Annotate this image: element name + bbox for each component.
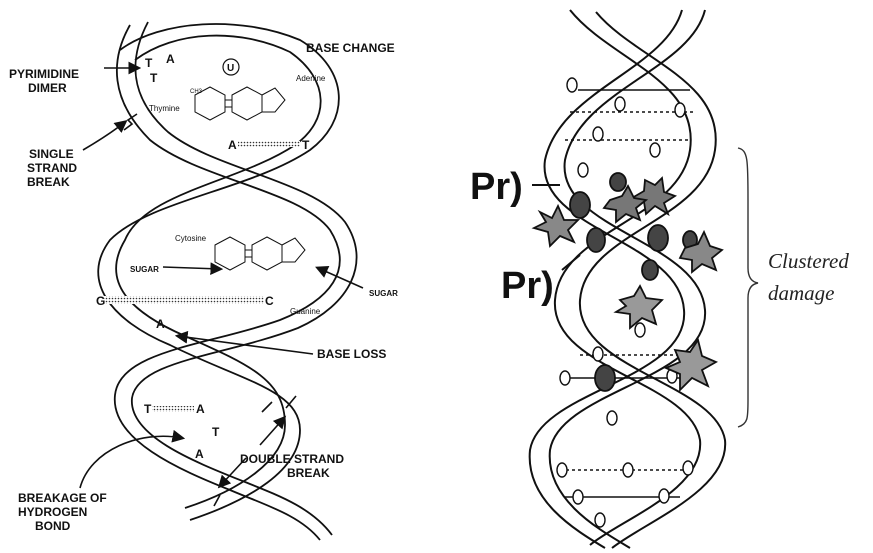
label-pyrimidine-dimer-1: PYRIMIDINE [9,67,79,81]
base-pair2-g: G [96,294,105,308]
base-pair-chemistry-middle [215,237,305,270]
base-pair1-t: T [302,138,310,152]
label-breakage-3: BOND [35,519,71,533]
base-uracil: U [227,63,234,74]
base-loss-a: A [156,317,165,331]
label-double-strand-2: BREAK [287,466,330,480]
label-single-strand-2: STRAND [27,161,77,175]
label-single-strand-1: SINGLE [29,147,74,161]
label-double-strand-1: DOUBLE STRAND [240,452,344,466]
label-sugar-left: SUGAR [130,265,159,274]
base-pair3-t: T [144,402,152,416]
base-change-molecule [195,87,285,120]
base-pair2-c: C [265,294,274,308]
label-pyrimidine-dimer-2: DIMER [28,81,67,95]
rung-a-t-top [238,141,300,147]
base-pair1-a: A [228,138,237,152]
rung-t-a-lower [152,406,194,412]
label-breakage-1: BREAKAGE OF [18,491,107,505]
protein-label-1: Pr) [470,166,523,208]
label-methyl: CH3 [190,89,203,95]
protein-2-connector [562,255,580,270]
label-cytosine: Cytosine [175,234,207,243]
label-guanine: Guanine [290,307,321,316]
base-dimer-a: A [166,52,175,66]
protein-label-2: Pr) [501,265,554,307]
label-adenine: Adenine [296,74,326,83]
label-base-change: BASE CHANGE [306,41,395,55]
label-sugar-right: SUGAR [369,289,398,298]
label-clustered: Clustered [768,249,849,273]
base-hb-t: T [212,425,220,439]
base-pair3-a: A [196,402,205,416]
label-thymine: Thymine [149,104,180,113]
rung-g-c [104,296,264,304]
cluster-bracket [738,148,758,427]
label-single-strand-3: BREAK [27,175,70,189]
base-dimer-t2: T [150,71,158,85]
base-dimer-t1: T [145,56,153,70]
label-breakage-2: HYDROGEN [18,505,87,519]
base-hb-a: A [195,447,204,461]
label-damage: damage [768,281,835,305]
label-base-loss: BASE LOSS [317,347,386,361]
